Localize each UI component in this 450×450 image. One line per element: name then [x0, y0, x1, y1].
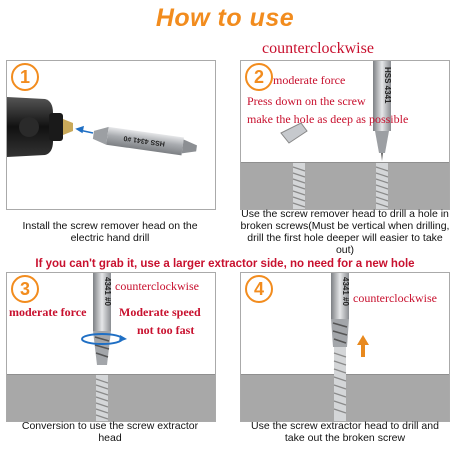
rotation-arrow-icon	[81, 333, 127, 345]
step-4-number: 4	[245, 275, 273, 303]
step-2-illustration: HSS 4341	[280, 61, 392, 209]
step-1-panel: 1 HSS 4341 #0	[6, 60, 216, 210]
step-3-caption: Conversion to use the screw extractor he…	[21, 420, 199, 444]
drill-bit-vertical: HSS 4341	[373, 61, 392, 161]
bit-engraving: HSS 4341	[383, 67, 392, 104]
step-4-caption: Use the screw extractor head to drill an…	[251, 420, 439, 444]
step-3-number: 3	[11, 275, 39, 303]
broken-screw-head	[280, 122, 308, 144]
broken-screw-thread	[95, 375, 109, 421]
step-2-caption: Use the screw remover head to drill a ho…	[240, 208, 450, 256]
extracted-screw	[333, 347, 347, 421]
step-4-direction-label: counterclockwise	[353, 291, 437, 305]
drill-chuck	[49, 113, 63, 141]
step-3-panel: 3 4341 #0 counterclockwise moderate forc…	[6, 272, 216, 422]
step-4-illustration: 4341 #0	[331, 273, 369, 421]
insert-arrow	[75, 125, 94, 134]
step-3-speed2-label: not too fast	[137, 323, 195, 337]
step-2-number: 2	[245, 63, 273, 91]
step-2-deep-label: make the hole as deep as possible	[247, 112, 409, 126]
page-title: How to use	[155, 4, 295, 32]
step-1-number: 1	[11, 63, 39, 91]
direction-label-top: counterclockwise	[262, 40, 374, 57]
step-3-direction-label: counterclockwise	[115, 279, 199, 293]
step-3-material	[7, 374, 215, 421]
bit-engraving: 4341 #0	[341, 277, 350, 306]
step-2-press-label: Press down on the screw	[247, 94, 366, 108]
step-3-force-label: moderate force	[9, 305, 87, 319]
step-2-panel: 2 HSS 4341 moderate force Press down on …	[240, 60, 450, 210]
remover-bit: HSS 4341 #0	[92, 126, 197, 156]
extractor-bit-vertical: 4341 #0	[93, 273, 112, 365]
step-3-speed-label: Moderate speed	[119, 305, 201, 319]
step-1-illustration: HSS 4341 #0	[7, 97, 197, 157]
extractor-bit-vertical: 4341 #0	[331, 273, 350, 347]
broken-screw-thread	[292, 163, 306, 209]
up-arrow-icon	[357, 335, 369, 357]
step-2-material	[241, 162, 449, 209]
bit-engraving: 4341 #0	[103, 277, 112, 306]
warning-note: If you can't grab it, use a larger extra…	[35, 258, 415, 270]
step-4-panel: 4 4341 #0 counterclockwise	[240, 272, 450, 422]
step-3-illustration: 4341 #0	[81, 273, 127, 421]
step-2-force-label: moderate force	[273, 73, 346, 87]
step-1-caption: Install the screw remover head on the el…	[22, 220, 198, 244]
